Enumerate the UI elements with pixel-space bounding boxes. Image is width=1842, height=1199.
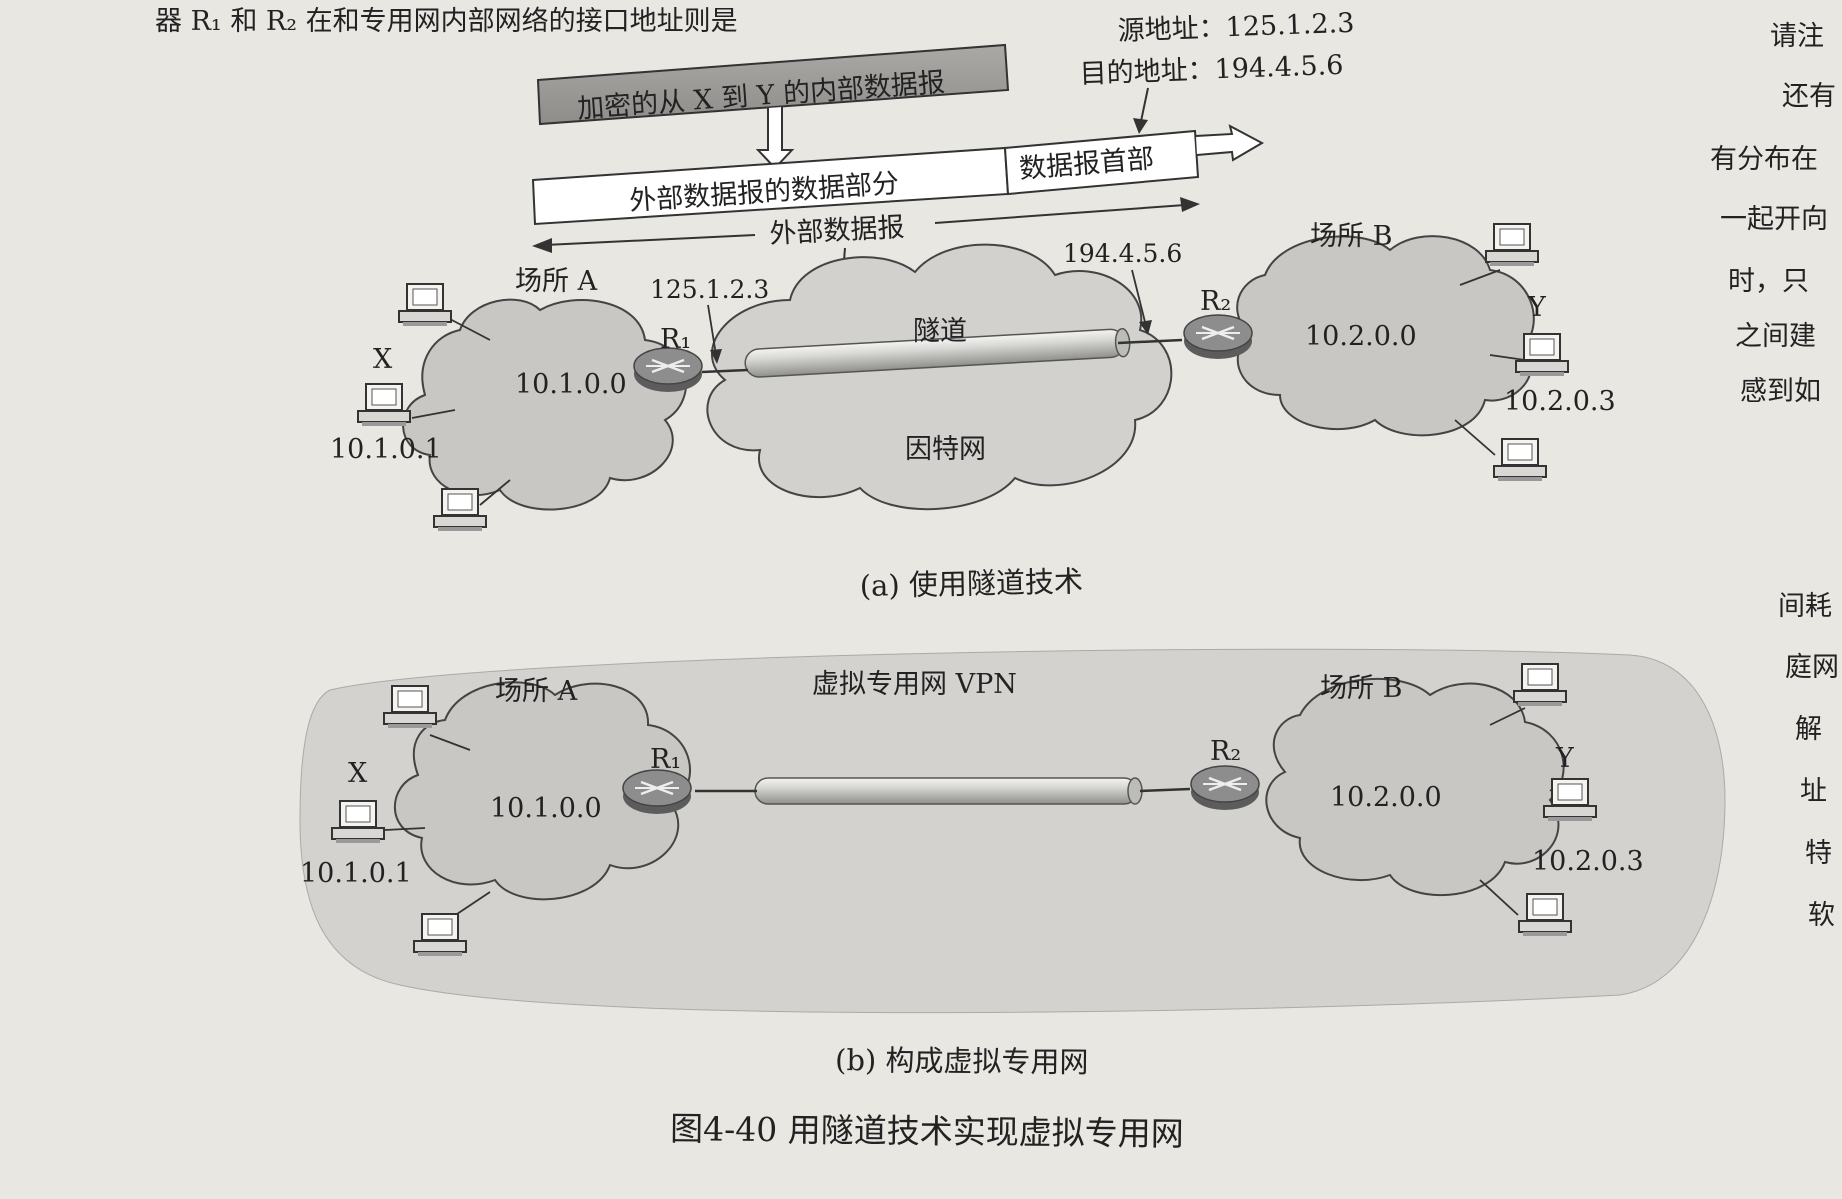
tunnel-label: 隧道: [913, 316, 967, 347]
header-pointer-head: [1133, 118, 1148, 134]
host-y-address: 10.2.0.3: [1504, 386, 1616, 417]
svg-text:时，只: 时，只: [1728, 266, 1809, 297]
host-x: [357, 383, 411, 427]
internet-label: 因特网: [905, 434, 986, 465]
caption-b: (b) 构成虚拟专用网: [835, 1043, 1089, 1079]
svg-text:庭网: 庭网: [1785, 652, 1839, 683]
encapsulate-arrow: [755, 107, 795, 170]
vpn-r2-label: R₂: [1210, 736, 1241, 767]
vpn-host-a3: [413, 913, 467, 957]
vpn-site-a-net: 10.1.0.0: [490, 793, 602, 824]
host-a3: [433, 488, 487, 532]
svg-text:还有: 还有: [1782, 81, 1836, 112]
host-b1: [1485, 223, 1539, 267]
host-a1: [398, 283, 452, 327]
site-a-label: 场所 A: [515, 266, 598, 297]
vpn-host-a1: [383, 685, 437, 729]
svg-text:间耗: 间耗: [1778, 591, 1832, 622]
site-a-net: 10.1.0.0: [515, 369, 627, 400]
r1-label: R₁: [660, 324, 691, 355]
vpn-router-r2: [1189, 764, 1261, 812]
svg-text:特: 特: [1805, 838, 1832, 869]
figure-caption: 图4-40 用隧道技术实现虚拟专用网: [670, 1109, 1184, 1153]
outer-packet-arrow: [1195, 124, 1265, 162]
diagram-b: 虚拟专用网 VPN 10.1.0.0 场所 A 10.2.0.0 场所 B R₁…: [299, 648, 1726, 1079]
diagram-a: 加密的从 X 到 Y 的内部数据报 外部数据报的数据部分 数据报首部 源地址：1…: [330, 8, 1616, 603]
vpn-host-x-label: X: [348, 758, 368, 789]
svg-text:之间建: 之间建: [1735, 321, 1816, 352]
host-x-address: 10.1.0.1: [330, 434, 442, 465]
internet-cloud: [706, 243, 1173, 511]
vpn-host-b1: [1513, 663, 1567, 707]
vpn-host-y-label: Y: [1555, 743, 1575, 774]
svg-text:解: 解: [1795, 714, 1822, 745]
vpn-site-b-label: 场所 B: [1320, 673, 1402, 704]
svg-text:一起开向: 一起开向: [1720, 204, 1828, 235]
vpn-host-y-address: 10.2.0.3: [1532, 846, 1644, 877]
site-b-net: 10.2.0.0: [1305, 321, 1417, 352]
site-b-a-cloud: [394, 681, 691, 901]
svg-text:址: 址: [1800, 776, 1827, 807]
vpn-host-x: [331, 800, 385, 844]
side-text: 请注 还有 有分布在 一起开向 时，只 之间建 感到如 间耗 庭网 解 址 特 …: [1710, 21, 1839, 931]
vpn-label: 虚拟专用网 VPN: [812, 669, 1017, 700]
svg-text:有分布在: 有分布在: [1710, 144, 1818, 175]
host-y-label: Y: [1527, 292, 1547, 323]
vpn-host-b3: [1518, 893, 1572, 937]
destination-address: 目的地址：194.4.5.6: [1079, 50, 1344, 90]
vpn-site-b-net: 10.2.0.0: [1330, 782, 1442, 813]
vpn-r1-label: R₁: [650, 744, 681, 775]
outer-header-box: [1003, 129, 1200, 196]
r2-label: R₂: [1200, 286, 1231, 317]
site-b-b-cloud: [1265, 677, 1565, 897]
vpn-site-a-label: 场所 A: [495, 676, 578, 707]
caption-a: (a) 使用隧道技术: [859, 564, 1083, 603]
svg-text:感到如: 感到如: [1740, 376, 1821, 407]
host-b3: [1493, 438, 1547, 482]
svg-text:请注: 请注: [1770, 21, 1824, 52]
header-fragment: 器 R₁ 和 R₂ 在和专用网内部网络的接口地址则是: [155, 6, 738, 37]
vpn-host-x-address: 10.1.0.1: [300, 858, 412, 889]
host-y: [1515, 333, 1569, 377]
vpn-host-y: [1543, 778, 1597, 822]
r2-interface-address: 194.4.5.6: [1063, 239, 1182, 268]
inner-packet-box: [536, 43, 1010, 126]
router-r2: [1182, 313, 1254, 361]
outer-packet-label: 外部数据报: [769, 212, 905, 250]
host-x-label: X: [373, 344, 393, 375]
site-b-label: 场所 B: [1310, 221, 1392, 252]
source-address: 源地址：125.1.2.3: [1117, 8, 1355, 47]
site-b-cloud: [1236, 235, 1535, 437]
site-a-cloud: [402, 298, 688, 511]
svg-text:软: 软: [1808, 900, 1835, 931]
vpn-router-r1: [621, 768, 693, 816]
r1-interface-address: 125.1.2.3: [650, 275, 769, 304]
vpn-tunnel: [754, 777, 1143, 805]
